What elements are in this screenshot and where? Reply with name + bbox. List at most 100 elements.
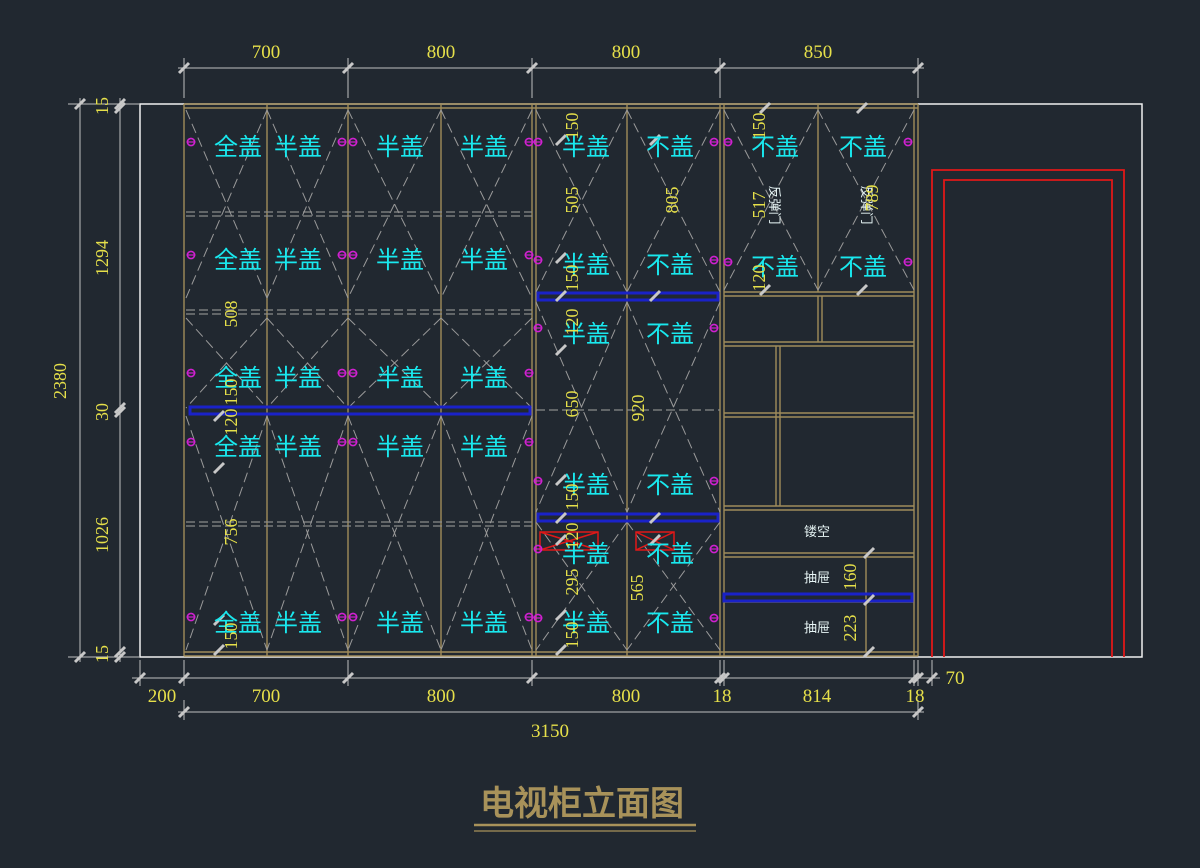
door-diagonal	[347, 317, 396, 409]
dim-inner: 756	[221, 519, 241, 546]
door-diagonal	[266, 317, 309, 409]
door-diagonal	[306, 109, 349, 299]
door-label-none: 不盖	[646, 320, 694, 348]
door-label-half: 半盖	[376, 133, 424, 161]
door-label-half: 半盖	[562, 540, 610, 568]
door-label-none: 不盖	[839, 133, 887, 161]
dimension-tick	[113, 97, 127, 111]
dim-total-width: 3150	[531, 721, 569, 742]
door-diagonal	[580, 521, 628, 651]
door-label-half: 半盖	[274, 364, 322, 392]
dimension-tick	[554, 511, 568, 525]
door-label-none: 不盖	[751, 133, 799, 161]
dim-bottom: 800	[427, 686, 456, 707]
dimension-tick	[113, 650, 127, 664]
dim-bottom: 814	[803, 686, 832, 707]
door-label-full: 全盖	[214, 433, 262, 461]
dimension-tick	[212, 643, 226, 657]
door-label-half: 半盖	[562, 251, 610, 279]
door-label-full: 全盖	[214, 364, 262, 392]
dimension-tick	[113, 401, 127, 415]
door-diagonal	[672, 521, 721, 651]
dimension-tick	[212, 613, 226, 627]
door-diagonal	[535, 109, 583, 293]
dim-bottom: 700	[252, 686, 281, 707]
dimension-tick	[648, 533, 662, 547]
dim-inner: 160	[840, 564, 860, 591]
dim-inner: 150	[562, 484, 582, 511]
label-rebound-door: 反弹门	[766, 185, 781, 224]
door-label-half: 半盖	[562, 133, 610, 161]
dimension-tick	[758, 101, 772, 115]
door-diagonal	[440, 109, 488, 299]
dimension-tick	[554, 251, 568, 265]
dim-bottom: 200	[148, 686, 177, 707]
door-label-half: 半盖	[274, 433, 322, 461]
door-label-half: 半盖	[460, 609, 508, 637]
door-label-half: 半盖	[562, 320, 610, 348]
door-diagonal	[485, 109, 533, 299]
door-label-half: 半盖	[274, 609, 322, 637]
label-drawer: 抽屉	[804, 571, 830, 586]
door-diagonal	[306, 415, 349, 651]
door-label-none: 不盖	[646, 471, 694, 499]
door-diagonal	[225, 317, 268, 409]
door-label-half: 半盖	[562, 609, 610, 637]
dim-inner: 120	[221, 409, 241, 436]
dim-inner: 150	[562, 265, 582, 292]
door-label-half: 半盖	[460, 133, 508, 161]
dimension-tick	[113, 645, 127, 659]
door-label-none: 不盖	[839, 253, 887, 281]
dim-inner: 920	[628, 395, 648, 422]
dim-inner: 517	[749, 192, 769, 219]
dimension-tick	[212, 461, 226, 475]
dimension-tick	[855, 101, 869, 115]
door-diagonal	[672, 301, 721, 513]
dim-inner: 650	[562, 391, 582, 418]
door-label-half: 半盖	[274, 246, 322, 274]
dim-left: 1026	[92, 517, 112, 553]
door-label-half: 半盖	[460, 246, 508, 274]
dim-left: 1294	[92, 240, 112, 276]
dim-inner: 150	[749, 113, 769, 140]
dim-bottom: 18	[906, 686, 925, 707]
door-label-full: 全盖	[214, 609, 262, 637]
dimension-tick	[862, 593, 876, 607]
door-swing-diagonals	[185, 109, 915, 651]
door-label-full: 全盖	[214, 246, 262, 274]
dimension-tick	[212, 409, 226, 423]
door-labels: 全盖半盖半盖半盖全盖半盖半盖半盖全盖半盖半盖半盖全盖半盖半盖半盖全盖半盖半盖半盖…	[214, 133, 887, 637]
door-diagonal	[440, 317, 488, 409]
dim-bottom: 800	[612, 686, 641, 707]
dimension-tick	[554, 643, 568, 657]
dim-inner: 120	[749, 265, 769, 292]
dimension-tick	[554, 533, 568, 547]
door-diagonal	[225, 109, 268, 299]
dimension-tick	[862, 546, 876, 560]
door-diagonal	[770, 109, 819, 291]
door-diagonal	[185, 109, 228, 299]
label-rebound-door: 反弹门	[858, 185, 873, 224]
door-label-half: 半盖	[460, 364, 508, 392]
door-label-full: 全盖	[214, 133, 262, 161]
drawing-title: 电视柜立面图	[480, 784, 684, 824]
door-label-none: 不盖	[646, 540, 694, 568]
dimension-tick	[648, 511, 662, 525]
dim-inner: 565	[627, 575, 647, 602]
cabinet-frame	[183, 103, 919, 657]
door-diagonal	[306, 317, 349, 409]
dim-inner: 789	[862, 185, 882, 212]
door-label-half: 半盖	[460, 433, 508, 461]
dim-inner: 805	[662, 187, 682, 214]
door-label-none: 不盖	[646, 609, 694, 637]
dimension-tick	[554, 608, 568, 622]
door-diagonal	[580, 301, 628, 513]
door-diagonal	[393, 109, 442, 299]
door-label-half: 半盖	[376, 433, 424, 461]
dimension-tick	[855, 283, 869, 297]
dimension-tick	[554, 473, 568, 487]
dashed-shelves	[186, 211, 720, 527]
dim-bottom: 18	[713, 686, 732, 707]
